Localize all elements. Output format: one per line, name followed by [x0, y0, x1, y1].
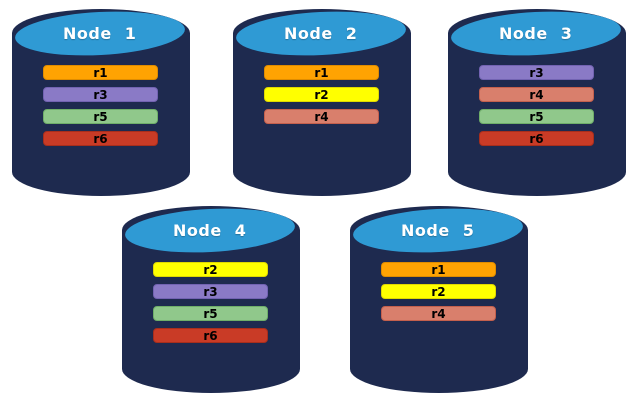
replica-bar: r2: [381, 284, 496, 299]
replica-label: r6: [203, 328, 218, 343]
replica-bar: r5: [43, 109, 158, 124]
replica-label: r4: [529, 87, 544, 102]
replica-bar: r1: [43, 65, 158, 80]
replica-bar: r3: [43, 87, 158, 102]
replica-label: r5: [203, 306, 218, 321]
node-title: Node 5: [401, 221, 475, 241]
node-4-cylinder: Node 4 r2 r3 r5 r6: [122, 204, 300, 393]
replica-bar: r6: [43, 131, 158, 146]
node-title: Node 1: [63, 24, 137, 44]
replica-list: r1 r2 r4: [381, 262, 496, 328]
replica-label: r3: [203, 284, 218, 299]
replica-bar: r2: [264, 87, 379, 102]
replica-bar: r1: [381, 262, 496, 277]
replica-bar: r5: [153, 306, 268, 321]
replica-bar: r3: [479, 65, 594, 80]
replica-bar: r4: [264, 109, 379, 124]
replica-label: r5: [93, 109, 108, 124]
replica-bar: r6: [153, 328, 268, 343]
replica-bar: r1: [264, 65, 379, 80]
replica-label: r3: [93, 87, 108, 102]
replica-label: r1: [431, 262, 446, 277]
replica-bar: r6: [479, 131, 594, 146]
replica-bar: r5: [479, 109, 594, 124]
replica-list: r2 r3 r5 r6: [153, 262, 268, 350]
node-1-cylinder: Node 1 r1 r3 r5 r6: [12, 7, 190, 196]
node-5-cylinder: Node 5 r1 r2 r4: [350, 204, 528, 393]
replica-label: r2: [314, 87, 329, 102]
replica-bar: r2: [153, 262, 268, 277]
replica-label: r1: [314, 65, 329, 80]
replica-list: r3 r4 r5 r6: [479, 65, 594, 153]
replica-list: r1 r3 r5 r6: [43, 65, 158, 153]
replica-label: r4: [431, 306, 446, 321]
replica-label: r1: [93, 65, 108, 80]
node-3-cylinder: Node 3 r3 r4 r5 r6: [448, 7, 626, 196]
node-title: Node 4: [173, 221, 247, 241]
replica-list: r1 r2 r4: [264, 65, 379, 131]
replica-label: r6: [93, 131, 108, 146]
node-2-cylinder: Node 2 r1 r2 r4: [233, 7, 411, 196]
replica-bar: r4: [479, 87, 594, 102]
replica-label: r3: [529, 65, 544, 80]
replica-bar: r3: [153, 284, 268, 299]
node-title: Node 3: [499, 24, 573, 44]
replica-label: r6: [529, 131, 544, 146]
replica-bar: r4: [381, 306, 496, 321]
replica-label: r2: [431, 284, 446, 299]
replica-label: r4: [314, 109, 329, 124]
node-title: Node 2: [284, 24, 358, 44]
replica-label: r2: [203, 262, 218, 277]
replica-label: r5: [529, 109, 544, 124]
